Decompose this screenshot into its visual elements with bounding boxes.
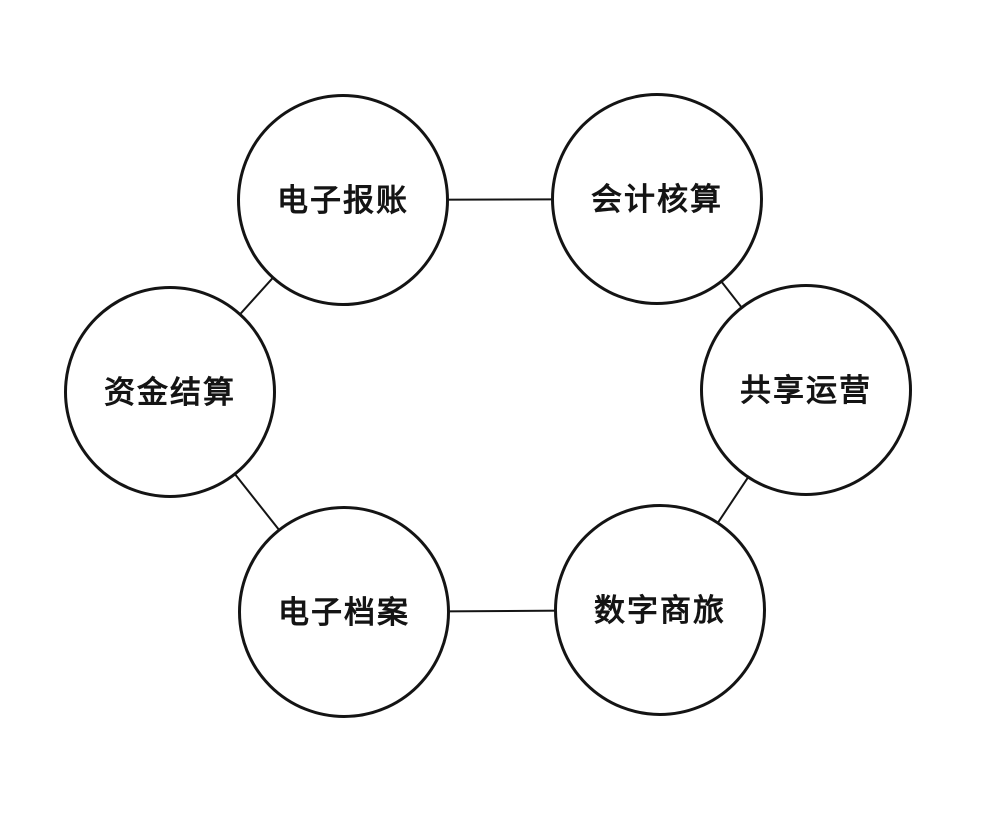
node-label-digital-business-travel: 数字商旅 (594, 592, 726, 628)
node-label-accounting: 会计核算 (591, 181, 723, 217)
node-fund-settlement: 资金结算 (64, 286, 276, 498)
node-shared-operations: 共享运营 (700, 284, 912, 496)
node-label-electronic-archives: 电子档案 (278, 594, 410, 630)
node-label-shared-operations: 共享运营 (740, 372, 872, 408)
node-digital-business-travel: 数字商旅 (554, 504, 766, 716)
node-label-fund-settlement: 资金结算 (104, 374, 236, 410)
node-electronic-archives: 电子档案 (238, 506, 450, 718)
node-electronic-reimbursement: 电子报账 (237, 94, 449, 306)
node-label-electronic-reimbursement: 电子报账 (277, 182, 409, 218)
node-accounting: 会计核算 (551, 93, 763, 305)
